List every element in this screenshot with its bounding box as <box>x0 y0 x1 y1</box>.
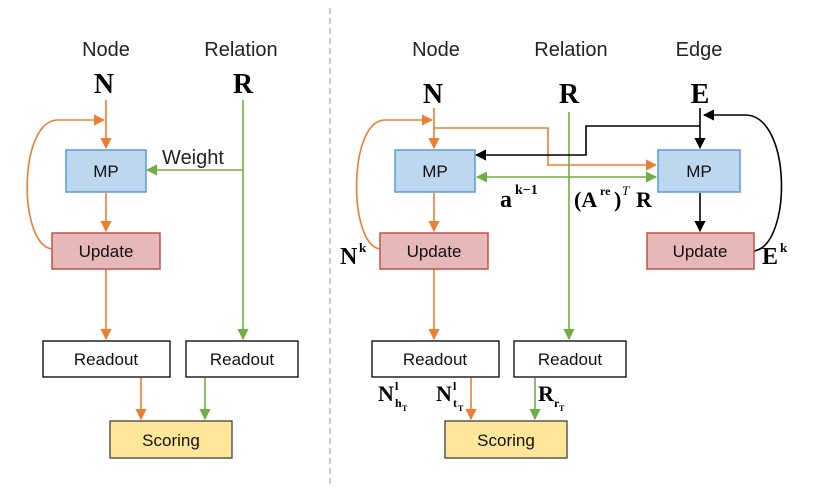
svg-text:h: h <box>395 396 402 410</box>
svg-text:R: R <box>636 187 653 212</box>
svg-text:T: T <box>458 404 464 413</box>
left-col-node-label: Node <box>82 39 130 61</box>
right-readout-node-box <box>371 340 500 378</box>
left-col-relation-label: Relation <box>204 39 277 61</box>
svg-text:re: re <box>600 184 611 198</box>
right-edge-update-label: Update <box>673 242 728 261</box>
right-edge-update-feedback-edge <box>702 109 783 252</box>
right-node-to-edge-mp-edge <box>434 127 658 171</box>
left-mp-box <box>65 149 147 193</box>
right-readout-rel-label: Readout <box>538 350 603 369</box>
svg-text:(A: (A <box>574 187 597 212</box>
nt-annotation: N l t T <box>436 379 464 413</box>
svg-text:k−1: k−1 <box>515 183 538 198</box>
left-readout-node-box <box>42 340 171 378</box>
svg-text:k: k <box>780 240 788 255</box>
left-weight-label: Weight <box>162 147 224 169</box>
right-col-edge-label: Edge <box>676 39 723 61</box>
right-col-node-label: Node <box>412 39 460 61</box>
right-node-symbol: N <box>423 79 443 110</box>
svg-text:l: l <box>395 379 399 393</box>
left-readout-rel-label: Readout <box>210 350 275 369</box>
right-readout-rel-box <box>513 340 627 378</box>
ek-annotation: E k <box>762 240 788 270</box>
svg-text:E: E <box>762 244 778 270</box>
left-readout-node-label: Readout <box>74 350 139 369</box>
svg-text:N: N <box>378 381 394 406</box>
right-col-relation-label: Relation <box>534 39 607 61</box>
right-edge-mp-label: MP <box>686 162 712 181</box>
left-readout-rel-box <box>185 340 299 378</box>
svg-text:T: T <box>402 404 408 413</box>
right-readout-node-label: Readout <box>403 350 468 369</box>
svg-text:): ) <box>614 187 621 212</box>
svg-text:R: R <box>538 381 555 406</box>
svg-text:k: k <box>359 240 367 255</box>
svg-text:r: r <box>554 396 560 410</box>
right-node-mp-box <box>394 149 476 193</box>
left-relation-symbol: R <box>233 69 254 100</box>
left-node-symbol: N <box>94 69 114 100</box>
right-edge-symbol: E <box>691 79 710 110</box>
left-mp-label: MP <box>93 162 119 181</box>
svg-text:T: T <box>622 183 630 198</box>
svg-text:N: N <box>436 381 452 406</box>
right-relation-symbol: R <box>559 79 580 110</box>
left-update-label: Update <box>79 242 134 261</box>
right-node-update-box <box>379 232 489 270</box>
right-edge-to-node-mp-edge <box>474 125 700 161</box>
left-update-box <box>51 232 161 270</box>
right-update-feedback-edge <box>355 114 434 250</box>
right-node-mp-label: MP <box>422 162 448 181</box>
svg-text:N: N <box>340 244 358 270</box>
right-edge-mp-box <box>657 149 741 193</box>
svg-text:T: T <box>559 404 565 413</box>
left-scoring-label: Scoring <box>142 431 200 450</box>
left-scoring-box <box>109 420 233 459</box>
nk-annotation: N k <box>340 240 367 270</box>
right-edge-update-box <box>646 232 755 270</box>
right-scoring-label: Scoring <box>477 431 535 450</box>
a-k-minus-1-annotation: a k−1 <box>500 183 538 213</box>
rr-annotation: R r T <box>538 381 565 413</box>
are-transpose-r-annotation: (A re ) T R <box>574 183 653 212</box>
svg-text:a: a <box>500 187 512 213</box>
svg-text:l: l <box>453 379 457 393</box>
nh-annotation: N l h T <box>378 379 408 413</box>
svg-text:t: t <box>453 396 457 410</box>
right-scoring-box <box>444 420 568 459</box>
left-update-feedback-edge <box>26 114 106 250</box>
right-node-update-label: Update <box>407 242 462 261</box>
